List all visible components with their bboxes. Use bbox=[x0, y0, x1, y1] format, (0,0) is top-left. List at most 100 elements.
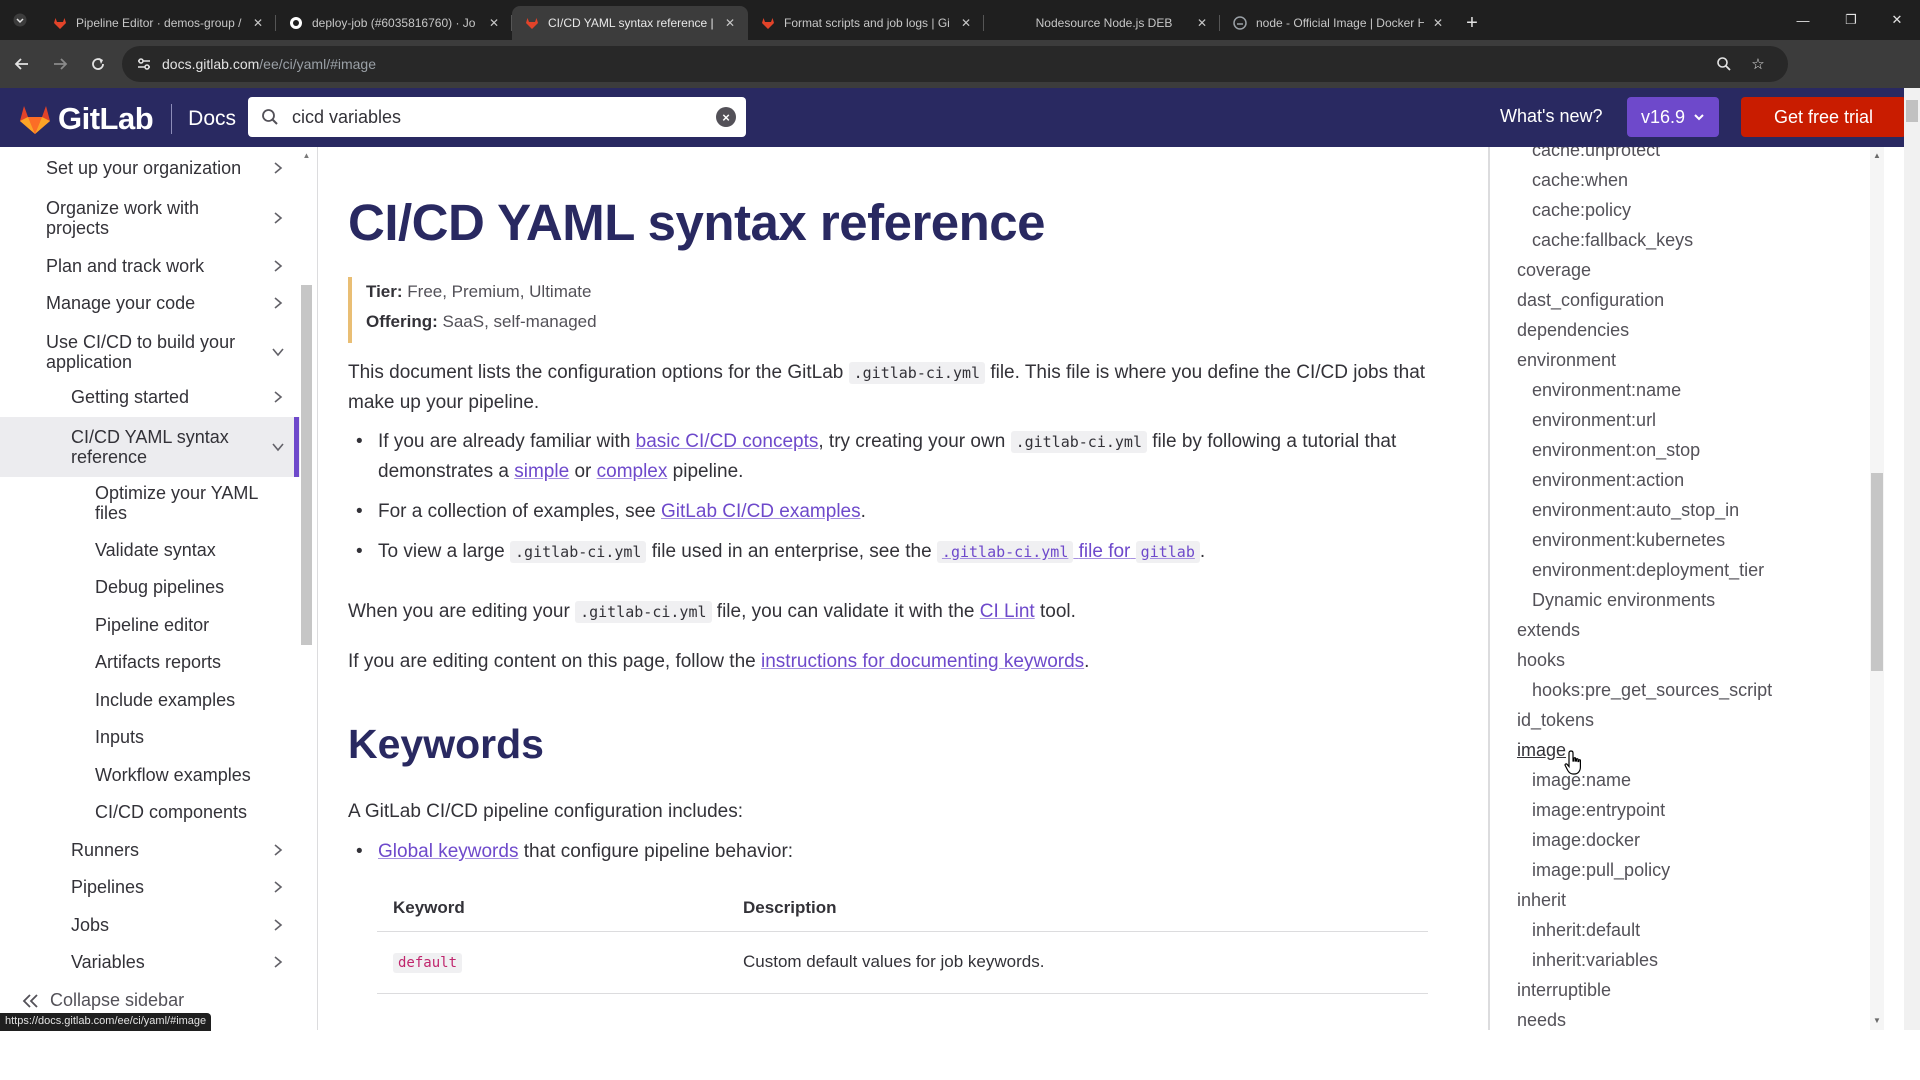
toc-item[interactable]: image:entrypoint bbox=[1532, 800, 1666, 820]
toc-item[interactable]: id_tokens bbox=[1517, 710, 1595, 730]
browser-tab-active[interactable]: CI/CD YAML syntax reference | G ✕ bbox=[512, 6, 748, 40]
toc-item[interactable]: environment:auto_stop_in bbox=[1532, 500, 1740, 520]
zoom-icon[interactable] bbox=[1714, 54, 1734, 74]
toc-item[interactable]: hooks bbox=[1517, 650, 1566, 670]
examples-link[interactable]: GitLab CI/CD examples bbox=[661, 501, 861, 522]
tab-search-icon[interactable] bbox=[0, 0, 40, 40]
sidebar-item-validate-syntax[interactable]: Validate syntax bbox=[0, 538, 300, 562]
toc-item[interactable]: image:pull_policy bbox=[1532, 860, 1671, 880]
sidebar-item-runners[interactable]: Runners bbox=[0, 838, 300, 862]
toc-item[interactable]: interruptible bbox=[1517, 980, 1612, 1000]
toc-scroll-down-icon[interactable]: ▼ bbox=[1873, 1016, 1881, 1025]
toc-item-active[interactable]: image bbox=[1517, 740, 1567, 760]
toc-item[interactable]: environment:action bbox=[1532, 470, 1685, 490]
documenting-keywords-link[interactable]: instructions for documenting keywords bbox=[761, 651, 1085, 672]
toc-item[interactable]: inherit:variables bbox=[1532, 950, 1659, 970]
toc-item[interactable]: dependencies bbox=[1517, 320, 1630, 340]
toc-scroll-up-icon[interactable]: ▲ bbox=[1873, 151, 1881, 160]
browser-tab[interactable]: Nodesource Node.js DEB ✕ bbox=[984, 6, 1220, 40]
sidebar-item-setup-org[interactable]: Set up your organization bbox=[0, 156, 300, 180]
browser-tab[interactable]: Format scripts and job logs | Gi ✕ bbox=[748, 6, 984, 40]
sidebar-scrollbar[interactable] bbox=[301, 285, 312, 645]
sidebar-item-cicd-components[interactable]: CI/CD components bbox=[0, 800, 300, 824]
search-input[interactable] bbox=[292, 106, 692, 128]
close-icon[interactable]: ✕ bbox=[724, 16, 736, 30]
gitlab-ci-file-link[interactable]: .gitlab-ci.yml file for gitlab bbox=[936, 541, 1200, 563]
whats-new-link[interactable]: What's new? bbox=[1500, 106, 1603, 126]
toc-item[interactable]: cache:when bbox=[1532, 170, 1629, 190]
global-keywords-link[interactable]: Global keywords bbox=[378, 841, 519, 862]
toc-item[interactable]: coverage bbox=[1517, 260, 1592, 280]
toc-item[interactable]: image:name bbox=[1532, 770, 1632, 790]
restore-icon[interactable]: ❐ bbox=[1845, 12, 1857, 27]
toc-item[interactable]: dast_configuration bbox=[1517, 290, 1665, 310]
sidebar-item-use-cicd[interactable]: Use CI/CD to build your application bbox=[0, 331, 300, 373]
close-icon[interactable]: ✕ bbox=[252, 16, 264, 30]
close-icon[interactable]: ✕ bbox=[1432, 16, 1444, 30]
browser-tab[interactable]: node - Official Image | Docker H ✕ bbox=[1220, 6, 1456, 40]
toc-item[interactable]: environment:on_stop bbox=[1532, 440, 1701, 460]
simple-link[interactable]: simple bbox=[514, 461, 570, 482]
toc-item[interactable]: Dynamic environments bbox=[1532, 590, 1716, 610]
sidebar-item-plan-track[interactable]: Plan and track work bbox=[0, 254, 300, 278]
sidebar-item-inputs[interactable]: Inputs bbox=[0, 725, 300, 749]
sidebar-item-debug-pipelines[interactable]: Debug pipelines bbox=[0, 575, 300, 599]
toc-item[interactable]: environment:deployment_tier bbox=[1532, 560, 1765, 580]
toc-item[interactable]: environment bbox=[1517, 350, 1617, 370]
toc-item[interactable]: image:docker bbox=[1532, 830, 1641, 850]
toc-scrollbar[interactable] bbox=[1871, 473, 1883, 671]
toc-item[interactable]: inherit bbox=[1517, 890, 1567, 910]
complex-link[interactable]: complex bbox=[596, 461, 668, 482]
close-icon[interactable]: ✕ bbox=[960, 16, 972, 30]
sidebar-item-variables[interactable]: Variables bbox=[0, 950, 300, 974]
bookmark-star-icon[interactable]: ☆ bbox=[1751, 56, 1765, 73]
ci-lint-link[interactable]: CI Lint bbox=[979, 601, 1035, 622]
toc-item[interactable]: cache:fallback_keys bbox=[1532, 230, 1694, 250]
browser-tab[interactable]: Pipeline Editor · demos-group / ✕ bbox=[40, 6, 276, 40]
toc-item[interactable]: environment:kubernetes bbox=[1532, 530, 1726, 550]
forward-icon[interactable] bbox=[44, 48, 76, 80]
toc-item[interactable]: environment:name bbox=[1532, 380, 1682, 400]
close-icon[interactable]: ✕ bbox=[488, 16, 500, 30]
reload-icon[interactable] bbox=[82, 48, 114, 80]
toc-item[interactable]: cache:policy bbox=[1532, 200, 1632, 220]
sidebar-item-pipelines[interactable]: Pipelines bbox=[0, 875, 300, 899]
search-box[interactable]: × bbox=[248, 97, 746, 137]
close-icon[interactable]: ✕ bbox=[1196, 16, 1208, 30]
sidebar-item-manage-code[interactable]: Manage your code bbox=[0, 291, 300, 315]
sidebar-item-include-examples[interactable]: Include examples bbox=[0, 688, 300, 712]
content-paragraph: If you are editing content on this page,… bbox=[348, 651, 1090, 672]
sidebar-item-organize-work[interactable]: Organize work with projects bbox=[0, 197, 300, 239]
clear-search-icon[interactable]: × bbox=[716, 107, 736, 127]
new-tab-button[interactable]: + bbox=[1466, 11, 1478, 34]
toc-item[interactable]: cache:unprotect bbox=[1532, 147, 1661, 160]
toc-item[interactable]: inherit:default bbox=[1532, 920, 1641, 940]
sidebar-item-jobs[interactable]: Jobs bbox=[0, 913, 300, 937]
scroll-up-icon[interactable]: ▲ bbox=[302, 151, 311, 160]
page-scrollbar[interactable] bbox=[1906, 100, 1918, 122]
basic-concepts-link[interactable]: basic CI/CD concepts bbox=[635, 431, 819, 452]
toc-item[interactable]: hooks:pre_get_sources_script bbox=[1532, 680, 1773, 700]
sidebar-item-label: Workflow examples bbox=[95, 765, 251, 785]
toc-item[interactable]: environment:url bbox=[1532, 410, 1657, 430]
minimize-icon[interactable]: — bbox=[1796, 12, 1810, 28]
collapse-sidebar-button[interactable]: Collapse sidebar bbox=[20, 990, 184, 1011]
version-dropdown[interactable]: v16.9 bbox=[1627, 97, 1719, 137]
sidebar-item-getting-started[interactable]: Getting started bbox=[0, 385, 300, 409]
close-window-icon[interactable]: ✕ bbox=[1891, 12, 1903, 27]
site-info-icon[interactable] bbox=[136, 56, 152, 72]
sidebar-item-workflow-examples[interactable]: Workflow examples bbox=[0, 763, 300, 787]
sidebar-item-artifacts-reports[interactable]: Artifacts reports bbox=[0, 650, 300, 674]
gitlab-logo[interactable]: GitLab Docs bbox=[18, 101, 236, 137]
toc-item[interactable]: needs bbox=[1517, 1010, 1567, 1030]
page-scrollbar-track[interactable] bbox=[1904, 88, 1920, 1030]
browser-tab[interactable]: deploy-job (#6035816760) · Jo ✕ bbox=[276, 6, 512, 40]
sidebar-item-pipeline-editor[interactable]: Pipeline editor bbox=[0, 613, 300, 637]
sidebar-item-optimize-yaml[interactable]: Optimize your YAML files bbox=[0, 482, 300, 524]
toc-item[interactable]: extends bbox=[1517, 620, 1581, 640]
back-icon[interactable] bbox=[6, 48, 38, 80]
get-free-trial-button[interactable]: Get free trial bbox=[1741, 97, 1906, 137]
tab-title: Format scripts and job logs | Gi bbox=[784, 16, 950, 30]
address-bar[interactable]: docs.gitlab.com/ee/ci/yaml/#image ☆ bbox=[122, 46, 1788, 82]
sidebar-item-yaml-reference[interactable]: CI/CD YAML syntax reference bbox=[0, 417, 300, 477]
